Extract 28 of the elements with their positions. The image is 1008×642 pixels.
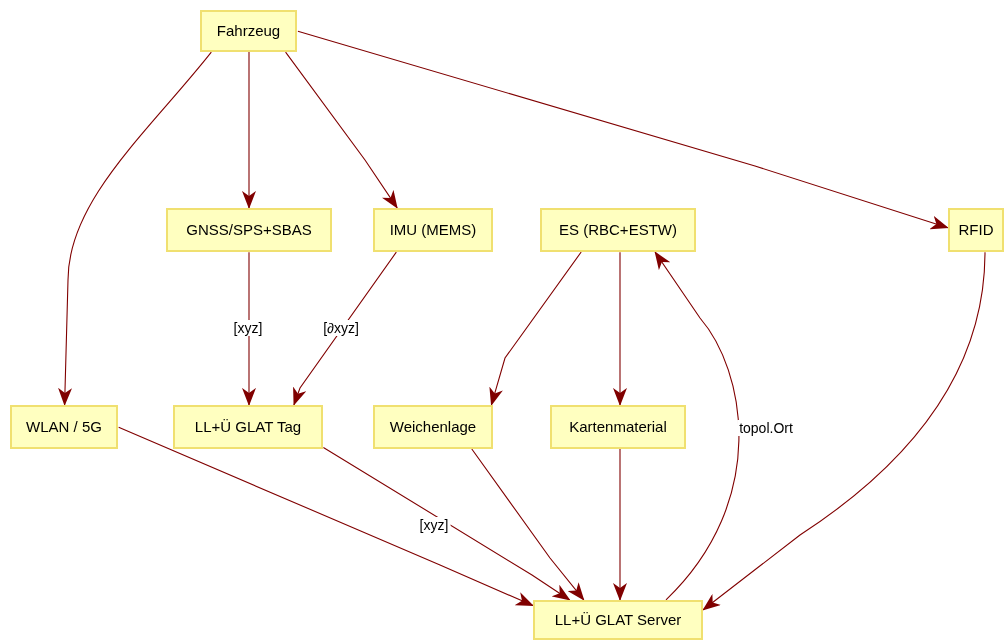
arrow xyxy=(471,448,585,601)
arrow xyxy=(242,51,256,209)
process-box: LL+Ü GLAT Server xyxy=(533,600,703,640)
process-box: WLAN / 5G xyxy=(10,405,118,449)
arrow xyxy=(489,251,582,406)
arrow xyxy=(293,251,397,406)
arrow xyxy=(702,251,986,611)
arrow xyxy=(58,51,212,406)
process-box: RFID xyxy=(948,208,1004,252)
arrow xyxy=(654,251,740,601)
process-box: ES (RBC+ESTW) xyxy=(540,208,696,252)
arrow xyxy=(118,426,534,607)
edge-label: [xyz] xyxy=(231,320,265,336)
edge-label: [∂xyz] xyxy=(321,320,361,336)
edge-label: topol.Ort xyxy=(737,420,795,436)
arrow xyxy=(297,30,949,230)
process-box: IMU (MEMS) xyxy=(373,208,493,252)
process-box: GNSS/SPS+SBAS xyxy=(166,208,332,252)
arrow xyxy=(613,251,627,406)
process-box: Fahrzeug xyxy=(200,10,297,52)
arrow xyxy=(242,251,256,406)
arrow xyxy=(322,446,571,601)
arrow xyxy=(613,448,627,601)
process-box: Kartenmaterial xyxy=(550,405,686,449)
arrow xyxy=(285,51,398,209)
process-box: LL+Ü GLAT Tag xyxy=(173,405,323,449)
edge-label: [xyz] xyxy=(417,517,451,533)
process-box: Weichenlage xyxy=(373,405,493,449)
